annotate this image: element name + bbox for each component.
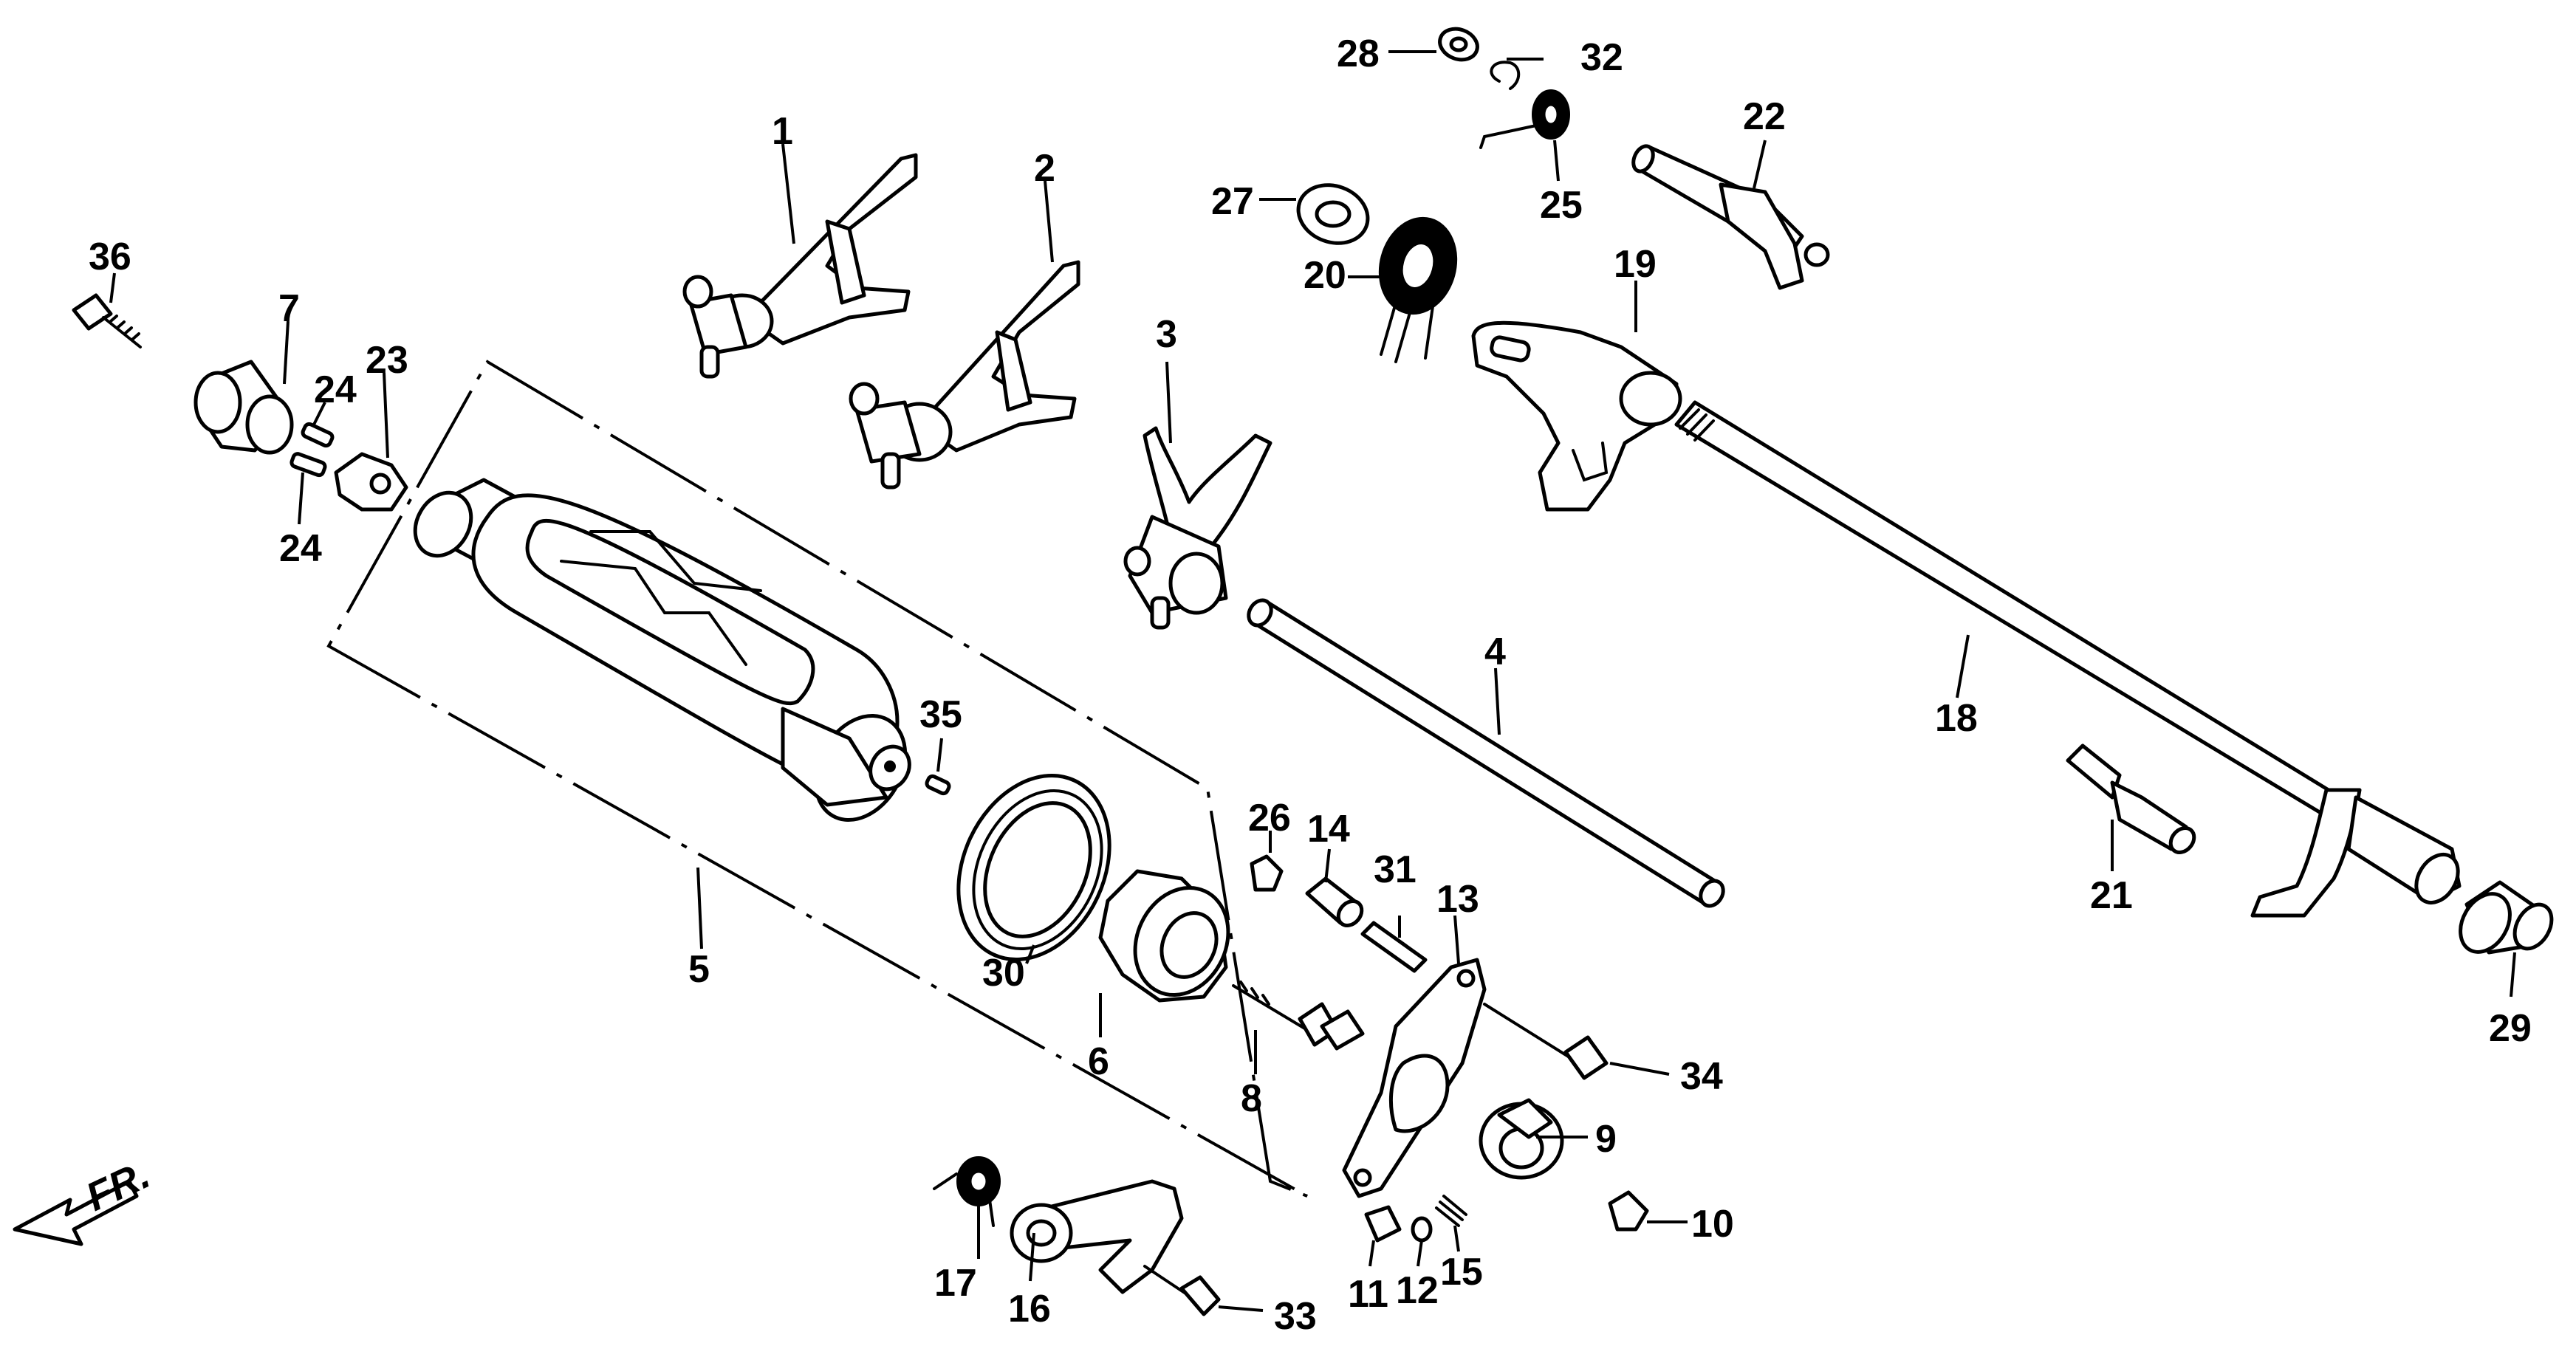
callout-12: 12 — [1396, 1269, 1439, 1312]
callout-15: 15 — [1440, 1251, 1483, 1294]
pin-35 — [925, 774, 951, 796]
stopper-plate-7 — [193, 360, 294, 455]
stud-bolt-21 — [2066, 743, 2196, 854]
callout-26: 26 — [1248, 797, 1291, 839]
return-spring-20 — [1378, 216, 1458, 363]
callout-21: 21 — [2090, 874, 2133, 917]
spring-15 — [1435, 1195, 1467, 1227]
bolt-34 — [1483, 1003, 1609, 1080]
stopper-plate-13 — [1342, 958, 1487, 1198]
pin-24a — [301, 422, 335, 448]
callout-1: 1 — [772, 110, 793, 153]
gearshift-spindle — [1674, 400, 2462, 918]
callouts: 1 2 3 4 5 6 7 8 9 10 11 12 13 14 15 16 1… — [89, 32, 2532, 1338]
callout-35: 35 — [919, 693, 962, 736]
pin-24b — [290, 452, 327, 478]
drum-assembly-frame — [326, 360, 1308, 1198]
callout-20: 20 — [1304, 254, 1346, 297]
callout-28: 28 — [1337, 32, 1380, 75]
shift-fork-2 — [849, 260, 1080, 490]
callout-23: 23 — [366, 339, 408, 382]
shift-fork-3 — [1123, 426, 1272, 630]
bolt-10 — [1608, 1190, 1649, 1232]
bolt-33 — [1143, 1265, 1221, 1316]
front-direction-arrow-icon — [13, 1179, 139, 1246]
shift-cam-9 — [1479, 1098, 1564, 1180]
callout-6: 6 — [1088, 1040, 1109, 1083]
callout-25: 25 — [1540, 184, 1583, 227]
callout-36: 36 — [89, 236, 131, 278]
drum-center-23 — [334, 452, 408, 512]
callout-7: 7 — [278, 287, 300, 330]
shift-drum — [413, 478, 911, 822]
stud-bolt-8 — [1232, 980, 1365, 1051]
callout-19: 19 — [1614, 243, 1657, 286]
callout-4: 4 — [1484, 631, 1506, 673]
callout-14: 14 — [1307, 808, 1350, 851]
fork-shaft — [1247, 598, 1725, 908]
circlip-32 — [1490, 61, 1521, 90]
callout-16: 16 — [1008, 1288, 1051, 1330]
callout-13: 13 — [1436, 878, 1479, 921]
bolt-36 — [72, 293, 142, 348]
shift-fork-1 — [682, 153, 918, 379]
pin-31 — [1360, 921, 1428, 973]
front-direction-indicator: FR. — [13, 1153, 157, 1246]
callout-24a: 24 — [314, 368, 357, 411]
callout-31: 31 — [1374, 848, 1417, 891]
callout-24b: 24 — [279, 527, 322, 570]
callout-30: 30 — [982, 952, 1025, 995]
callout-8: 8 — [1241, 1077, 1262, 1120]
return-spring-25 — [1479, 89, 1570, 149]
callout-5: 5 — [688, 948, 710, 991]
spring-17 — [933, 1156, 1001, 1227]
bearing-30 — [956, 774, 1111, 961]
dowel-14 — [1305, 876, 1364, 927]
pin-12 — [1411, 1216, 1433, 1243]
needle-bearing-29 — [2459, 880, 2554, 955]
callout-27: 27 — [1211, 180, 1254, 223]
leader-lines — [109, 50, 2516, 1312]
pawl-11 — [1364, 1205, 1402, 1243]
gearshift-arm — [1471, 320, 1682, 512]
callout-18: 18 — [1935, 697, 1978, 740]
stopper-arm-16 — [1010, 1179, 1184, 1294]
callout-11: 11 — [1348, 1273, 1388, 1316]
callout-29: 29 — [2489, 1007, 2532, 1050]
callout-10: 10 — [1691, 1203, 1734, 1246]
washer-28 — [1438, 27, 1479, 62]
callout-3: 3 — [1156, 313, 1177, 356]
callout-2: 2 — [1034, 147, 1055, 190]
shift-drum-cam-6 — [1098, 869, 1230, 1003]
callout-34: 34 — [1680, 1055, 1723, 1098]
shift-rod — [1631, 144, 1830, 290]
callout-33: 33 — [1274, 1295, 1317, 1338]
callout-22: 22 — [1743, 95, 1786, 138]
callout-32: 32 — [1580, 36, 1623, 79]
callout-9: 9 — [1595, 1118, 1617, 1161]
collar-26 — [1250, 854, 1284, 892]
callout-17: 17 — [934, 1262, 977, 1305]
washer-27 — [1296, 183, 1370, 245]
